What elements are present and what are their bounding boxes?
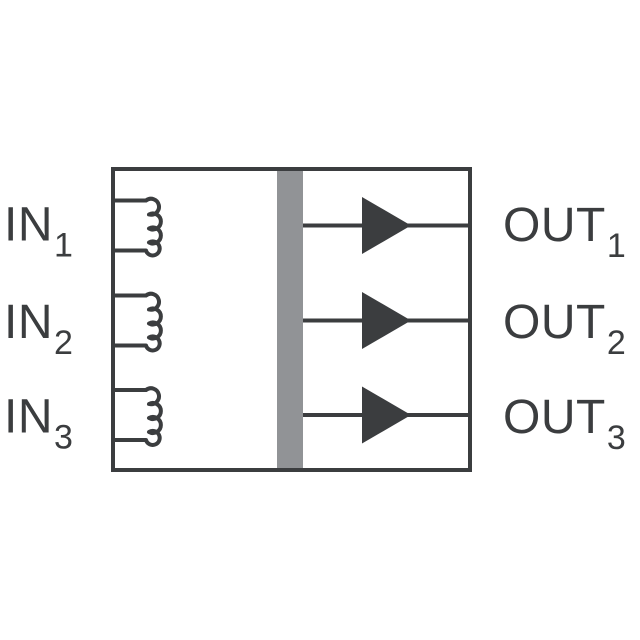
channel-2: IN2 OUT2: [4, 291, 626, 362]
isolation-barrier: [277, 169, 303, 470]
buffer-triangle-icon: [362, 386, 411, 444]
buffer-triangle-icon: [362, 292, 411, 349]
output-label-3: OUT3: [503, 391, 626, 457]
output-label-2: OUT2: [503, 296, 626, 362]
coil-icon: [114, 386, 163, 447]
coil-icon: [114, 291, 163, 353]
coil-icon: [114, 196, 163, 258]
component-box: [111, 167, 472, 472]
buffer-triangle-icon: [362, 197, 411, 254]
output-label-1: OUT1: [503, 199, 626, 265]
input-label-1: IN1: [4, 199, 73, 265]
channel-3: IN3 OUT3: [4, 386, 626, 457]
channel-1: IN1 OUT1: [4, 196, 626, 265]
input-label-3: IN3: [4, 391, 73, 457]
input-label-2: IN2: [4, 296, 73, 362]
